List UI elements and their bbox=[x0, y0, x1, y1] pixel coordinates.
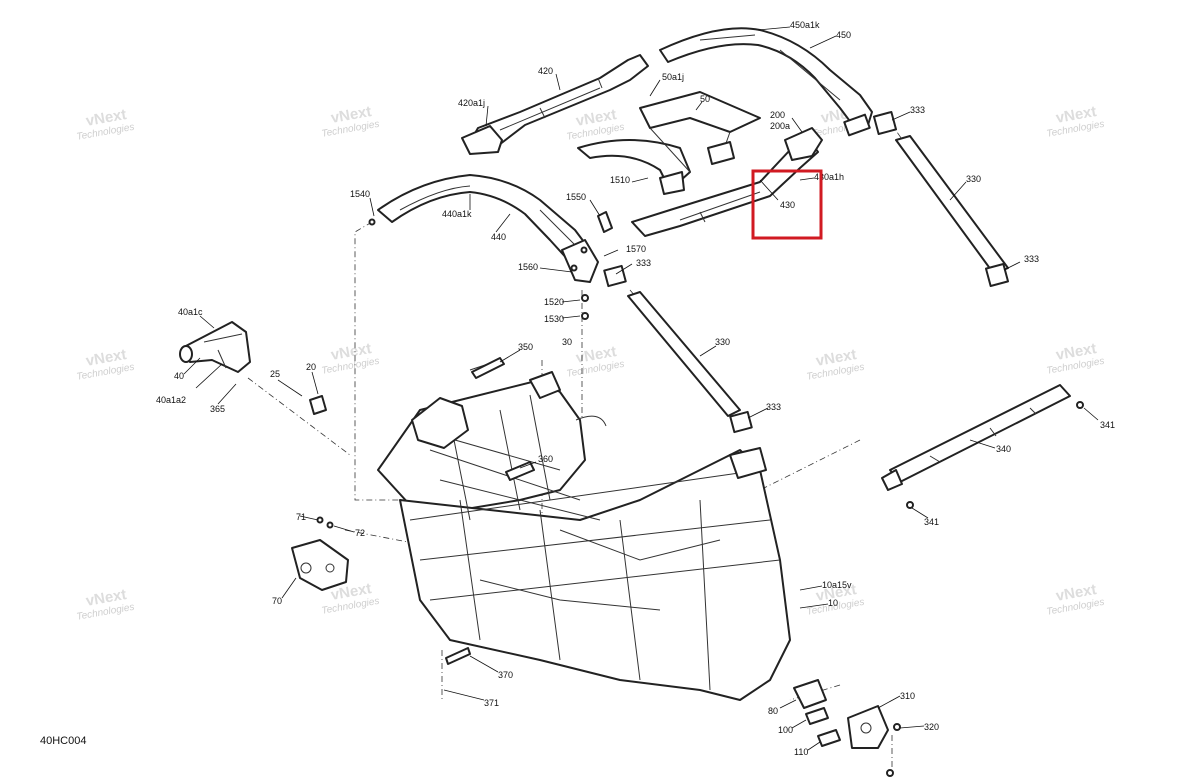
label-40a1a2: 40a1a2 bbox=[156, 395, 186, 405]
watermark-line1: vNext bbox=[1055, 581, 1098, 605]
label-1550: 1550 bbox=[566, 192, 586, 202]
label-333-mid: 333 bbox=[636, 258, 651, 268]
label-71: 71 bbox=[296, 512, 306, 522]
watermark-line1: vNext bbox=[85, 586, 128, 610]
main-chassis-frame bbox=[377, 359, 791, 701]
watermark-line1: vNext bbox=[85, 106, 128, 130]
part-50-cross-frame bbox=[577, 91, 761, 195]
label-350: 350 bbox=[518, 342, 533, 352]
watermark: vNext Technologies bbox=[76, 346, 136, 383]
watermark: vNext Technologies bbox=[566, 106, 626, 143]
part-330-tube-center bbox=[603, 264, 753, 434]
label-341-bottom: 341 bbox=[924, 517, 939, 527]
label-333-top: 333 bbox=[910, 105, 925, 115]
label-200a: 200a bbox=[770, 121, 790, 131]
label-440: 440 bbox=[491, 232, 506, 242]
label-1510: 1510 bbox=[610, 175, 630, 185]
label-430: 430 bbox=[780, 200, 795, 210]
label-310: 310 bbox=[900, 691, 915, 701]
watermark-line1: vNext bbox=[1055, 103, 1098, 127]
label-440a1k: 440a1k bbox=[442, 209, 472, 219]
part-70-side-bracket bbox=[291, 539, 349, 591]
part-330-tube-right bbox=[872, 110, 1010, 288]
label-110: 110 bbox=[794, 747, 808, 757]
label-430a1h: 430a1h bbox=[814, 172, 844, 182]
label-330-center: 330 bbox=[715, 337, 730, 347]
label-1560: 1560 bbox=[518, 262, 538, 272]
label-450a1k: 450a1k bbox=[790, 20, 820, 30]
watermark: vNext Technologies bbox=[1046, 103, 1106, 140]
watermark: vNext Technologies bbox=[1046, 340, 1106, 377]
part-80-bracket bbox=[793, 679, 827, 709]
watermark: vNext Technologies bbox=[566, 343, 626, 380]
label-320: 320 bbox=[924, 722, 939, 732]
part-40-bracket bbox=[179, 321, 251, 373]
hardware-parts bbox=[309, 211, 1084, 777]
part-420-front-bar bbox=[461, 54, 649, 155]
label-10a15v: 10a15v bbox=[822, 580, 852, 590]
label-1530: 1530 bbox=[544, 314, 564, 324]
watermark-line1: vNext bbox=[575, 343, 618, 367]
label-371: 371 bbox=[484, 698, 499, 708]
label-370: 370 bbox=[498, 670, 513, 680]
label-70: 70 bbox=[272, 596, 282, 606]
watermark-line1: vNext bbox=[815, 581, 858, 605]
label-40a1c: 40a1c bbox=[178, 307, 203, 317]
part-430-middle-bar bbox=[631, 127, 823, 237]
part-310-lower-bracket bbox=[847, 705, 889, 749]
watermark-line1: vNext bbox=[330, 340, 373, 364]
label-100: 100 bbox=[778, 725, 793, 735]
watermark: vNext Technologies bbox=[76, 586, 136, 623]
label-341-top: 341 bbox=[1100, 420, 1115, 430]
part-440-left-arch bbox=[377, 174, 599, 283]
watermark-line1: vNext bbox=[1055, 340, 1098, 364]
watermark: vNext Technologies bbox=[1046, 581, 1106, 618]
label-365: 365 bbox=[210, 404, 225, 414]
label-450: 450 bbox=[836, 30, 851, 40]
watermark: vNext Technologies bbox=[806, 346, 866, 383]
label-72: 72 bbox=[355, 528, 365, 538]
part-450-upper-arch bbox=[659, 27, 873, 137]
label-30: 30 bbox=[562, 337, 572, 347]
label-1540: 1540 bbox=[350, 189, 370, 199]
label-1520: 1520 bbox=[544, 297, 564, 307]
label-50a1j: 50a1j bbox=[662, 72, 684, 82]
label-420: 420 bbox=[538, 66, 553, 76]
watermark-line1: vNext bbox=[815, 346, 858, 370]
part-labels: 450a1k 450 420 50a1j 50 420a1j 200 200a … bbox=[156, 20, 1115, 757]
label-360: 360 bbox=[538, 454, 553, 464]
label-340: 340 bbox=[996, 444, 1011, 454]
watermark-line1: vNext bbox=[85, 346, 128, 370]
watermark: vNext Technologies bbox=[321, 103, 381, 140]
label-10: 10 bbox=[828, 598, 838, 608]
label-80: 80 bbox=[768, 706, 778, 716]
label-20: 20 bbox=[306, 362, 316, 372]
label-333-bottom: 333 bbox=[766, 402, 781, 412]
label-333-right: 333 bbox=[1024, 254, 1039, 264]
label-420a1j: 420a1j bbox=[458, 98, 485, 108]
label-25: 25 bbox=[270, 369, 280, 379]
drawing-code: 40HC004 bbox=[40, 735, 86, 747]
watermark-line1: vNext bbox=[330, 103, 373, 127]
label-330-right: 330 bbox=[966, 174, 981, 184]
part-340-cross-tube bbox=[881, 384, 1071, 491]
leader-lines bbox=[183, 26, 1099, 751]
label-1570: 1570 bbox=[626, 244, 646, 254]
label-40: 40 bbox=[174, 371, 184, 381]
part-100-clip bbox=[805, 707, 829, 725]
watermark: vNext Technologies bbox=[76, 106, 136, 143]
highlight-box-430 bbox=[751, 169, 823, 240]
label-200: 200 bbox=[770, 110, 785, 120]
label-50: 50 bbox=[700, 94, 710, 104]
part-110-clip bbox=[817, 729, 841, 747]
watermark-line1: vNext bbox=[330, 580, 373, 604]
watermark: vNext Technologies bbox=[321, 340, 381, 377]
watermark-line1: vNext bbox=[575, 106, 618, 130]
